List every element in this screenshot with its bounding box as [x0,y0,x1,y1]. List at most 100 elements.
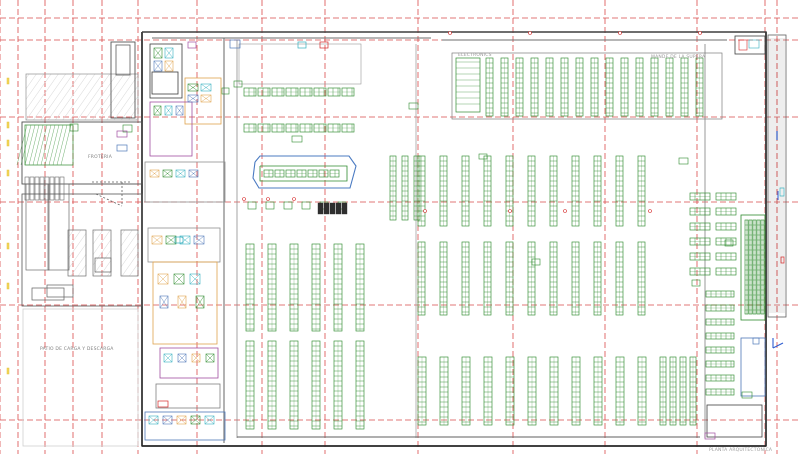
service-equipment-33-diag-b [204,415,215,425]
reference-circle-7 [423,209,427,213]
feature-island-outer [252,155,357,189]
service-equipment-33 [204,415,215,425]
service-equipment-3 [164,60,174,72]
service-equipment-22-diag-b [159,295,169,309]
top-right-endcap [455,57,481,113]
loading-lane-mid [47,183,70,271]
marker-4 [116,130,128,138]
note-box-5 [408,102,419,110]
note-box-4 [291,135,303,143]
margin-tick-1 [6,121,10,129]
truck-bay-slot [24,176,30,201]
service-equipment-0 [153,47,163,59]
dark-pillar-1 [323,202,330,215]
note-box-9 [691,279,701,287]
reference-circle-1 [528,31,532,35]
northeast-service-box [734,35,766,55]
east-display-bank [740,214,766,321]
marker-9 [752,337,760,345]
service-equipment-13 [175,169,186,178]
loading-yard-truck-mid [92,229,112,277]
service-equipment-2 [153,60,163,72]
aisle-marker-3 [301,201,311,210]
aisle-marker-1 [265,201,275,210]
orange-service-room [184,77,222,125]
note-box-0 [69,123,79,132]
margin-tick-4 [6,242,10,250]
service-equipment-20-diag-b [173,273,185,285]
dark-pillar-0 [317,202,324,215]
marker-2 [297,41,307,49]
service-equipment-10 [175,105,184,116]
marker-10 [779,187,785,197]
service-equipment-4 [187,83,199,92]
dock-hatch [36,124,48,166]
service-equipment-1-diag-b [164,47,174,59]
service-equipment-21-diag-b [189,273,201,285]
north-display-zone [238,43,362,85]
magenta-service-room [149,101,193,157]
truck-bay-slot [29,176,35,201]
service-equipment-24 [195,295,205,309]
service-equipment-27 [191,353,201,363]
service-zone [16,41,766,447]
service-equipment-16-diag-b [165,235,177,245]
marker-1 [229,39,241,49]
office-block [152,261,218,345]
lower-service-room [155,383,221,409]
margin-tick-0 [6,77,10,85]
loading-dock-area [21,121,143,185]
bottom-left-label: PATIO DE CARGA Y DESCARGA [40,346,114,352]
service-equipment-25-diag-b [163,353,173,363]
service-equipment-4-diag-b [187,83,199,92]
service-equipment-12-diag-b [162,169,173,178]
service-equipment-14 [188,169,199,178]
service-equipment-19-diag-b [157,273,169,285]
reference-circle-5 [266,197,270,201]
service-equipment-32-diag-b [190,415,201,425]
plan-labels: ELECTRONICS MANDE DE LA SUPERA FROTERIA … [40,52,773,453]
note-box-10 [724,239,734,247]
service-equipment-0-diag-b [153,47,163,59]
service-equipment-31 [176,415,187,425]
parked-truck-2 [46,284,74,298]
receiving-room [144,161,226,203]
service-equipment-28-diag-b [205,353,215,363]
marker-11 [780,256,785,264]
reference-circle-4 [242,197,246,201]
marker-8 [704,432,716,440]
service-equipment-7-diag-b [200,94,212,103]
note-box-2 [221,87,230,95]
note-box-7 [531,258,541,266]
aisle-marker-2 [283,201,293,210]
service-equipment-30 [162,415,173,425]
service-equipment-16 [165,235,177,245]
truck-bay-slot [49,176,55,201]
service-equipment-11-diag-b [149,169,160,178]
dock-hatch [56,124,68,166]
electronics-label: ELECTRONICS [458,52,492,58]
service-equipment-8 [153,105,162,116]
service-equipment-32 [190,415,201,425]
electrical-room [110,41,136,119]
dock-hatch [20,124,32,166]
margin-tick-2 [6,139,10,147]
service-equipment-31-diag-b [176,415,187,425]
reference-circle-0 [448,31,452,35]
margin-tick-3 [6,169,10,177]
equipment-core [151,71,179,95]
dock-hatch [40,124,52,166]
marker-7 [157,400,169,408]
service-equipment-19 [157,273,169,285]
top-right-bay-outline [451,52,723,120]
electrical-panel [115,44,131,76]
margin-tick-5 [6,282,10,290]
marker-5 [116,144,128,152]
service-equipment-26-diag-b [177,353,187,363]
service-equipment-9 [164,105,173,116]
service-equipment-15 [151,235,163,245]
dock-hatch [52,124,64,166]
loading-yard-truck-left [67,229,87,277]
